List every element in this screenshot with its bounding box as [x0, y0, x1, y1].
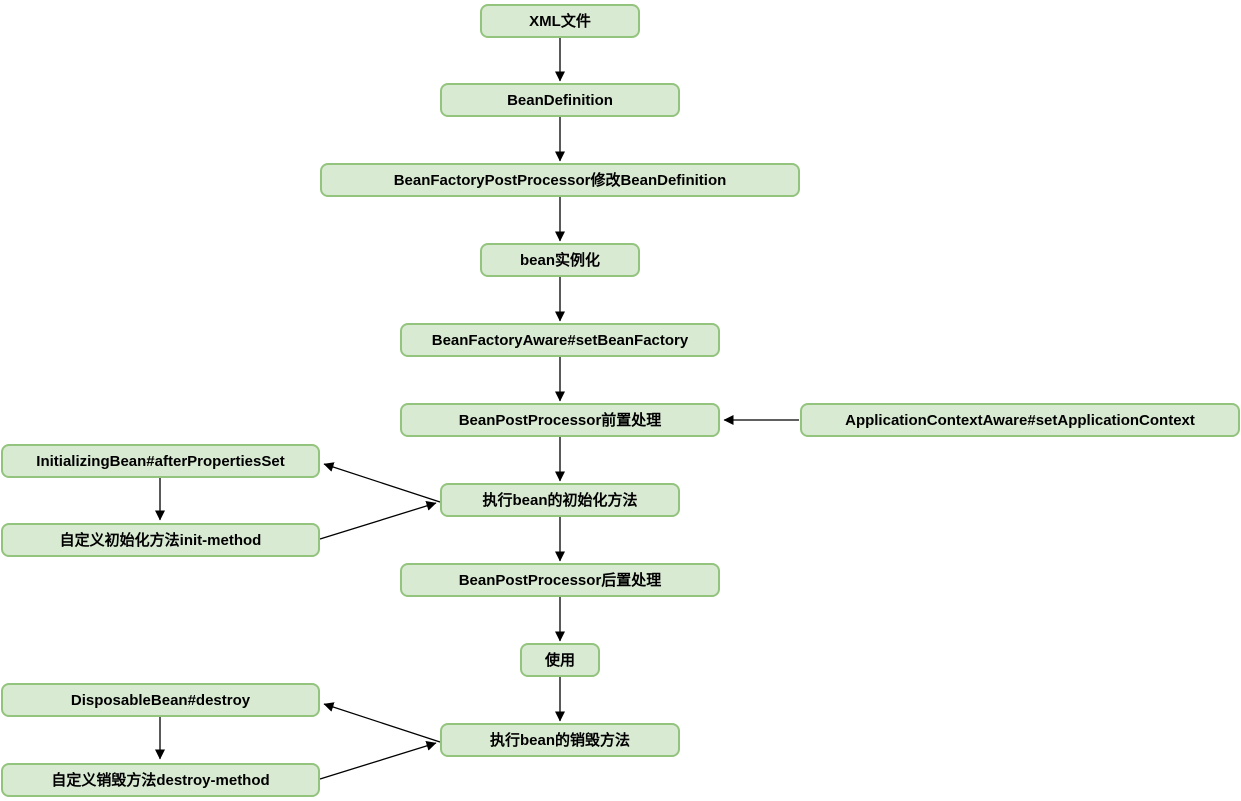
- arrow-custom-destroy-to-exec-destroy: [319, 741, 437, 780]
- node-custom-init-method: 自定义初始化方法init-method: [1, 523, 320, 557]
- node-custom-destroy-method: 自定义销毁方法destroy-method: [1, 763, 320, 797]
- arrow-custom-init-to-exec-init: [319, 501, 437, 540]
- node-xml-file: XML文件: [480, 4, 640, 38]
- node-bean-definition: BeanDefinition: [440, 83, 680, 117]
- node-beanpostprocessor-after: BeanPostProcessor后置处理: [400, 563, 720, 597]
- node-use: 使用: [520, 643, 600, 677]
- node-exec-destroy-method: 执行bean的销毁方法: [440, 723, 680, 757]
- arrow-exec-destroy-to-disposablebean: [323, 702, 441, 743]
- node-beanpostprocessor-before: BeanPostProcessor前置处理: [400, 403, 720, 437]
- node-beanfactorypostprocessor: BeanFactoryPostProcessor修改BeanDefinition: [320, 163, 800, 197]
- node-bean-instantiate: bean实例化: [480, 243, 640, 277]
- arrow-exec-init-to-initializingbean: [323, 462, 441, 503]
- node-exec-init-method: 执行bean的初始化方法: [440, 483, 680, 517]
- node-initializingbean: InitializingBean#afterPropertiesSet: [1, 444, 320, 478]
- node-disposablebean: DisposableBean#destroy: [1, 683, 320, 717]
- node-applicationcontextaware: ApplicationContextAware#setApplicationCo…: [800, 403, 1240, 437]
- node-beanfactoryaware: BeanFactoryAware#setBeanFactory: [400, 323, 720, 357]
